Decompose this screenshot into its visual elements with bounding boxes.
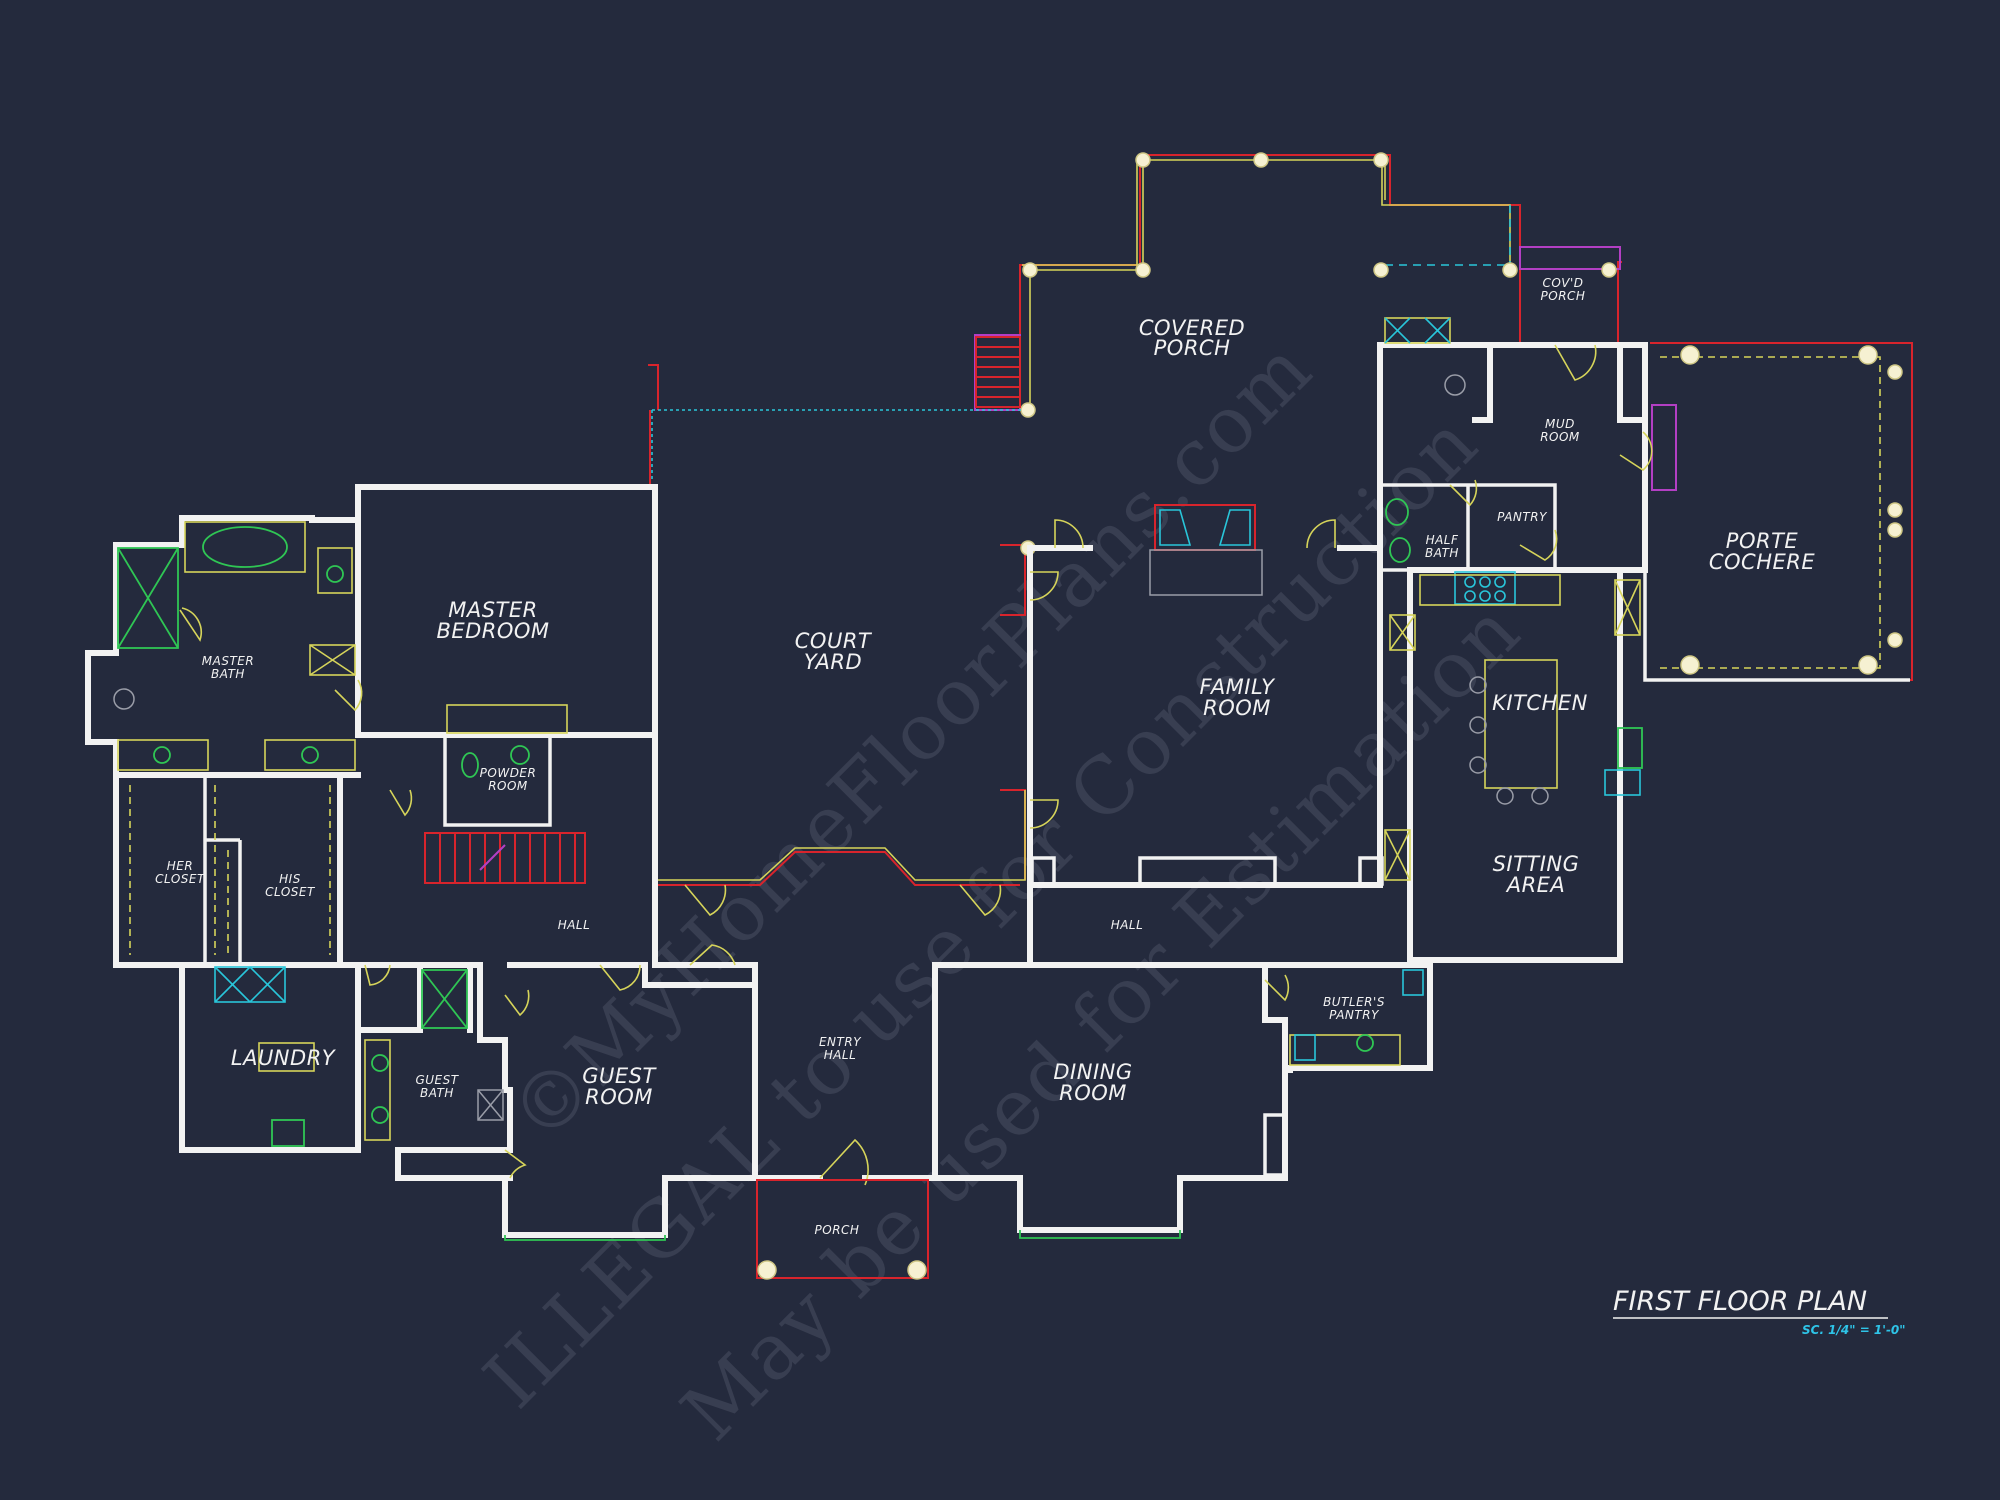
label-kitchen: KITCHEN: [1492, 691, 1588, 715]
porte-cochere-structure: [1660, 345, 1903, 675]
porch-column: [1253, 152, 1269, 168]
porch-column: [1135, 262, 1151, 278]
porch-column: [1373, 152, 1389, 168]
stair: [424, 832, 586, 884]
porch-column: [1135, 152, 1151, 168]
covered-porch-structure: [975, 152, 1617, 556]
porch-column: [1022, 262, 1038, 278]
porch-column: [1020, 402, 1036, 418]
fixtures: [113, 317, 1643, 1241]
plan-scale: SC. 1/4" = 1'-0": [1802, 1323, 1906, 1337]
porch-steps: [975, 336, 1021, 408]
fireplace: [1149, 504, 1263, 596]
label-hall-west: HALL: [558, 918, 591, 932]
label-laundry: LAUNDRY: [231, 1046, 337, 1070]
label-pantry: PANTRY: [1497, 510, 1548, 524]
porch-column: [1502, 262, 1518, 278]
title-block: FIRST FLOOR PLAN SC. 1/4" = 1'-0": [1613, 1286, 1906, 1337]
doors: [179, 344, 1653, 1186]
front-porch: [756, 1179, 929, 1280]
porch-column: [1601, 262, 1617, 278]
plan-title: FIRST FLOOR PLAN: [1613, 1286, 1867, 1317]
label-porch: PORCH: [815, 1223, 860, 1237]
label-hall-east: HALL: [1111, 918, 1144, 932]
porch-column: [1373, 262, 1389, 278]
